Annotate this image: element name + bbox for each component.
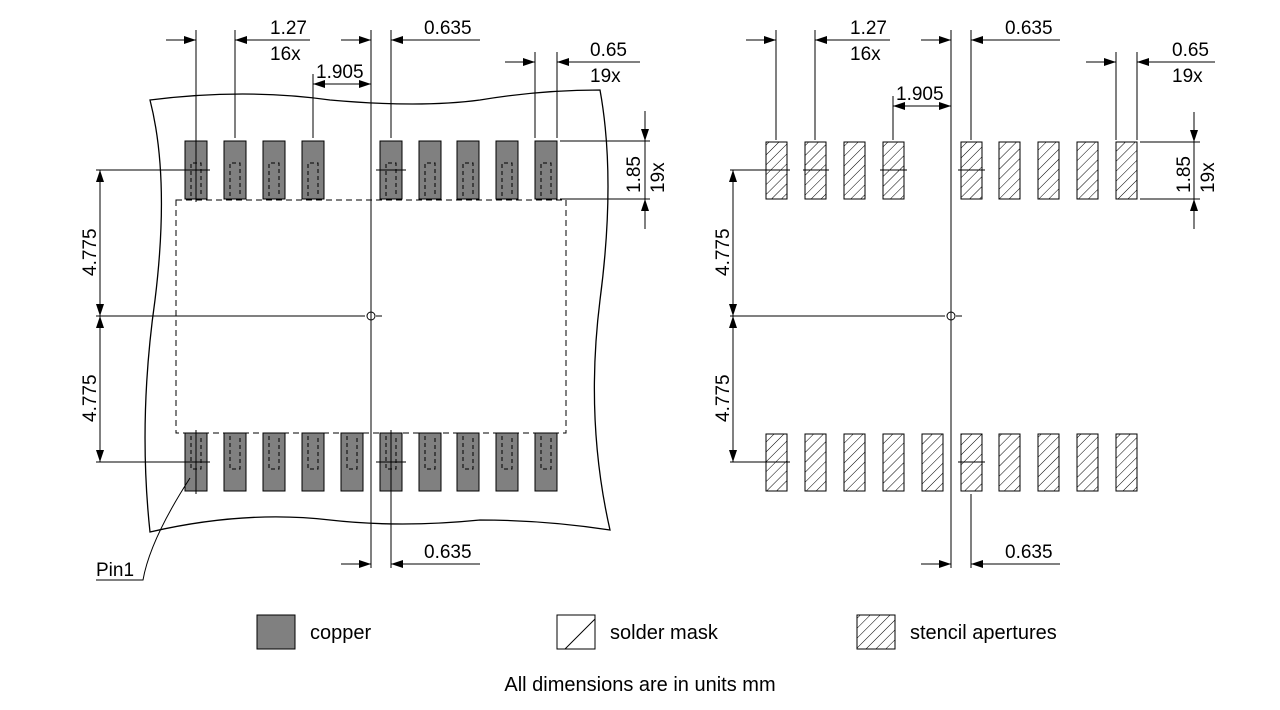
units-note: All dimensions are in units mm: [504, 674, 775, 696]
center-crosshair: [96, 30, 382, 568]
right-dim-row-lower: 4.775: [713, 316, 737, 462]
right-top-extension-lines: [775, 30, 1200, 568]
pad-height-count: 19x: [648, 162, 669, 193]
right-row-upper-value: 4.775: [713, 228, 734, 276]
copper-pad: [340, 432, 364, 492]
legend-solder-mask-hatch: [564, 618, 596, 650]
right-pad-height-count: 19x: [1198, 162, 1219, 193]
pad-center-marks: [96, 138, 406, 494]
dim-row-upper: 4.775: [80, 170, 104, 316]
stencil-aperture: [998, 433, 1021, 492]
right-offset-top-value: 0.635: [1005, 18, 1053, 39]
right-row-lower-value: 4.775: [713, 374, 734, 422]
copper-pad: [223, 140, 247, 200]
pitch-value: 1.27: [270, 18, 307, 39]
right-dim-offset-top: 0.635: [921, 18, 1060, 44]
right-pad-height-value: 1.85: [1174, 156, 1195, 193]
legend-solder-mask-swatch: [556, 614, 596, 650]
dim-pad-width: 0.65 19x: [505, 40, 640, 87]
right-gap-value: 1.905: [896, 84, 944, 105]
pitch-count: 16x: [270, 44, 301, 65]
copper-pad: [495, 432, 519, 492]
stencil-aperture: [882, 433, 905, 492]
stencil-aperture: [921, 433, 944, 492]
pin1-callout: Pin1: [96, 477, 191, 581]
solder-mask-region: [144, 89, 611, 533]
copper-pad: [495, 140, 519, 200]
copper-pad: [301, 432, 325, 492]
pad-height-value: 1.85: [624, 156, 645, 193]
right-dim-pad-height: 1.85 19x: [1174, 112, 1219, 229]
legend-solder-mask-label: solder mask: [610, 622, 719, 644]
dim-pad-height: 1.85 19x: [624, 111, 669, 229]
dim-offset-bottom: 0.635: [341, 494, 480, 568]
right-pad-center-marks: [730, 169, 985, 463]
right-dim-gap: 1.905: [893, 84, 951, 110]
copper-pad: [456, 140, 480, 200]
copper-pad: [534, 432, 558, 492]
stencil-aperture: [1076, 141, 1099, 200]
offset-bottom-value: 0.635: [424, 542, 472, 563]
copper-pad: [456, 432, 480, 492]
left-view: 1.27 16x 0.635 1.905 0.65 19x: [80, 18, 669, 581]
dim-pitch: 1.27 16x: [166, 18, 310, 65]
copper-pad: [418, 432, 442, 492]
dim-row-lower: 4.775: [80, 316, 104, 462]
stencil-aperture: [1115, 433, 1138, 492]
copper-pad: [223, 432, 247, 492]
row-lower-value: 4.775: [80, 374, 101, 422]
legend: copper solder mask stencil apertures: [256, 614, 1057, 650]
copper-pad: [262, 140, 286, 200]
bottom-pad-leads: [190, 436, 552, 470]
stencil-aperture: [998, 141, 1021, 200]
copper-pad: [418, 140, 442, 200]
right-view: 1.27 16x 0.635 1.905 0.65 19x: [713, 18, 1219, 568]
stencil-aperture: [1115, 141, 1138, 200]
right-pad-width-value: 0.65: [1172, 40, 1209, 61]
stencil-aperture: [804, 433, 827, 492]
row-upper-value: 4.775: [80, 228, 101, 276]
right-dim-pitch: 1.27 16x: [746, 18, 890, 65]
stencil-aperture: [843, 433, 866, 492]
right-dim-offset-bottom: 0.635: [921, 542, 1060, 568]
stencil-aperture: [843, 141, 866, 200]
legend-stencil-swatch: [856, 614, 896, 650]
pin1-label: Pin1: [96, 560, 134, 581]
right-pitch-value: 1.27: [850, 18, 887, 39]
gap-value: 1.905: [316, 62, 364, 83]
right-center-crosshair: [730, 30, 962, 568]
legend-copper-label: copper: [310, 622, 371, 644]
copper-pad: [534, 140, 558, 200]
stencil-aperture: [1076, 433, 1099, 492]
stencil-aperture: [1037, 141, 1060, 200]
legend-stencil-label: stencil apertures: [910, 622, 1057, 644]
legend-copper-swatch: [256, 614, 296, 650]
dim-offset-top: 0.635: [341, 18, 480, 44]
top-extension-lines: [195, 30, 650, 200]
pad-width-value: 0.65: [590, 40, 627, 61]
copper-pad: [301, 140, 325, 200]
offset-top-value: 0.635: [424, 18, 472, 39]
dim-gap: 1.905: [313, 62, 371, 88]
top-stencil-apertures: [765, 141, 1138, 200]
right-pad-width-count: 19x: [1172, 66, 1203, 87]
right-dim-row-upper: 4.775: [713, 170, 737, 316]
stencil-aperture: [1037, 433, 1060, 492]
right-dim-pad-width: 0.65 19x: [1086, 40, 1215, 87]
copper-pad: [262, 432, 286, 492]
pad-width-count: 19x: [590, 66, 621, 87]
bottom-stencil-apertures: [765, 433, 1138, 492]
right-pitch-count: 16x: [850, 44, 881, 65]
right-offset-bottom-value: 0.635: [1005, 542, 1053, 563]
